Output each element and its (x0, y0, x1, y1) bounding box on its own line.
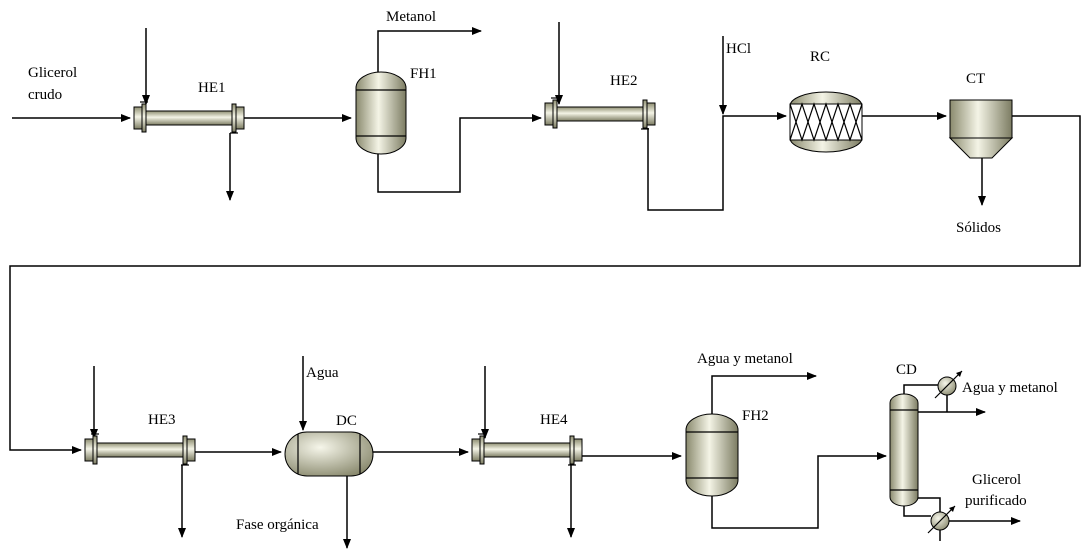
he3-exchanger (84, 433, 196, 466)
ct-label: CT (966, 71, 985, 87)
he2-to-rc (647, 112, 787, 211)
rc-reactor (789, 91, 863, 153)
solidos-label: Sólidos (956, 220, 1001, 236)
fh1-label: FH1 (410, 66, 437, 82)
fh2-to-cd (711, 452, 887, 529)
he1-exchanger (133, 101, 245, 134)
cd-label: CD (896, 362, 917, 378)
fh1-to-he2 (377, 114, 542, 193)
fh2-vapor-stream (711, 372, 817, 414)
fh1-vessel (355, 71, 407, 155)
fh2-vessel (685, 413, 739, 497)
hcl-label: HCl (726, 41, 751, 57)
dc-label: DC (336, 413, 357, 429)
glicerol-purificado-label: Glicerol purificado (965, 472, 1027, 509)
he3-label: HE3 (148, 412, 176, 428)
agua-metanol-fh2-label: Agua y metanol (697, 351, 793, 367)
dc-decanter (284, 431, 374, 477)
he4-label: HE4 (540, 412, 568, 428)
metanol-label: Metanol (386, 9, 436, 25)
ct-to-he3 (9, 115, 1081, 454)
glicerol-purificado-line2: purificado (965, 493, 1027, 509)
feed-label-line1: Glicerol (28, 65, 77, 81)
glicerol-purificado-stream (918, 497, 941, 512)
he2-exchanger (544, 97, 656, 130)
feed-label-line2: crudo (28, 87, 62, 103)
ct-clarifier (948, 99, 1014, 159)
cd-column (889, 393, 919, 507)
he2-label: HE2 (610, 73, 638, 89)
agua-label: Agua (306, 365, 339, 381)
he1-label: HE1 (198, 80, 226, 96)
rc-label: RC (810, 49, 830, 65)
glicerol-purificado-line1: Glicerol (972, 472, 1021, 488)
fh2-label: FH2 (742, 408, 769, 424)
metanol-stream (377, 27, 482, 72)
agua-metanol-cd-label: Agua y metanol (962, 380, 1058, 396)
feed-label: Glicerol crudo (28, 65, 81, 103)
fase-organica-label: Fase orgánica (236, 517, 319, 533)
he4-exchanger (471, 433, 583, 466)
